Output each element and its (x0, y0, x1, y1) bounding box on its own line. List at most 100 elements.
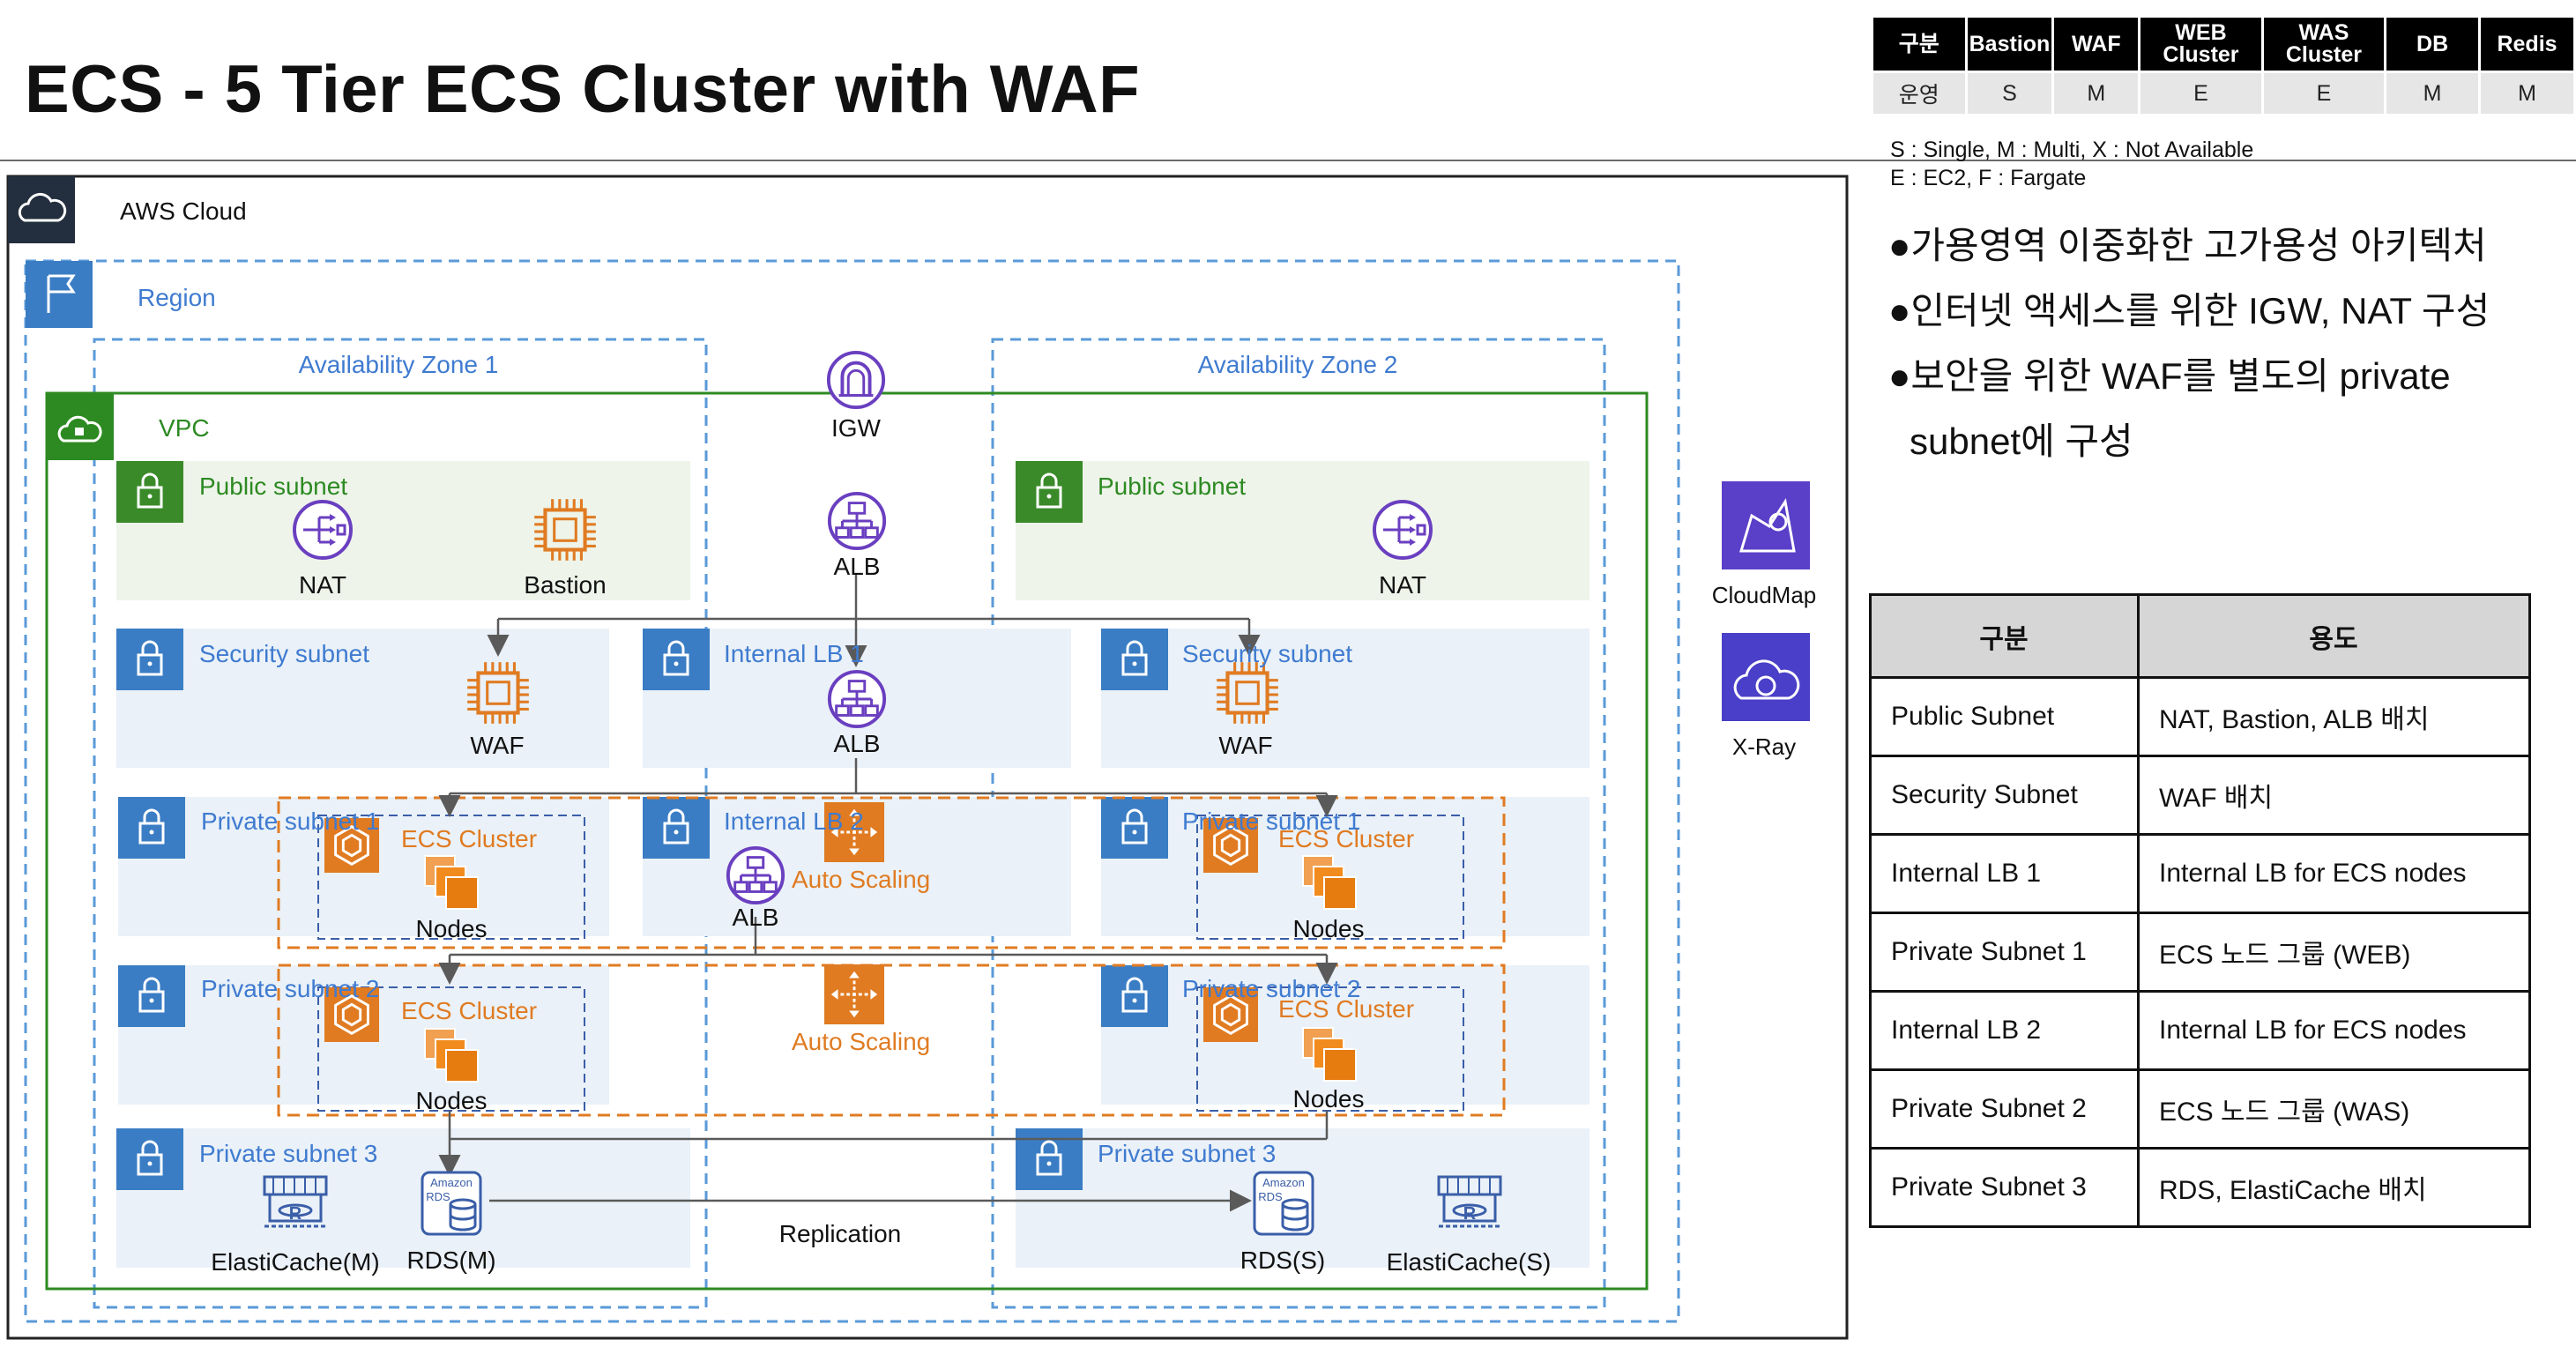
alb-mid-label: ALB (833, 730, 881, 757)
waf-1-label: WAF (470, 732, 525, 759)
replication-label: Replication (778, 1220, 902, 1247)
nat-1-label: NAT (299, 571, 346, 599)
alb-icon-low (726, 845, 785, 905)
private-subnet-2a-label: Private subnet 2 (201, 975, 380, 1002)
usage-cell: Internal LB for ECS nodes (2137, 833, 2531, 914)
igw-label: IGW (831, 414, 881, 442)
title-divider (0, 160, 2576, 161)
rds-icon-m (421, 1171, 482, 1236)
usage-cell: Security Subnet (1869, 755, 2140, 836)
vpc-icon (47, 393, 114, 460)
feature-bullets: ●가용영역 이중화한 고가용성 아키텍처 ●인터넷 액세스를 위한 IGW, N… (1888, 213, 2490, 474)
asg-group-2 (277, 964, 1506, 1117)
private-subnet-2b-label: Private subnet 2 (1182, 975, 1361, 1002)
az1-label: Availability Zone 1 (298, 351, 499, 378)
internal-lb-2-label: Internal LB 2 (724, 807, 864, 835)
aws-cloud-box (6, 175, 1849, 1340)
tier-header: WAS Cluster (2260, 15, 2387, 73)
usage-cell: NAT, Bastion, ALB 배치 (2137, 676, 2531, 757)
vpc-label: VPC (159, 414, 210, 442)
ecs-cluster-2b-label: ECS Cluster (1278, 995, 1415, 1023)
nodes-1b-label: Nodes (1292, 915, 1365, 942)
tier-cell: M (2478, 71, 2576, 116)
tier-header: WAF (2051, 15, 2141, 73)
asg-group-1 (277, 796, 1506, 949)
internal-lb-1-label: Internal LB 1 (724, 640, 864, 667)
bullet-item: ●인터넷 액세스를 위한 IGW, NAT 구성 (1888, 290, 2490, 331)
bullet-item: subnet에 구성 (1910, 420, 2133, 462)
private-subnet-1b (1101, 797, 1590, 936)
region-flag-icon (26, 261, 93, 328)
tier-cell: M (2384, 71, 2482, 116)
nat-icon-1 (293, 500, 353, 560)
auto-scaling-2-label: Auto Scaling (792, 1028, 931, 1055)
legend-line: E : EC2, F : Fargate (1890, 166, 2087, 190)
tier-header: 구분 (1871, 15, 1968, 73)
private-subnet-3a (116, 1128, 690, 1268)
auto-scaling-icon-2 (824, 964, 884, 1024)
usage-cell: ECS 노드 그룹 (WAS) (2137, 1068, 2531, 1150)
region-label: Region (138, 284, 216, 311)
usage-header: 구분 (1869, 593, 2140, 679)
nodes-2b-label: Nodes (1292, 1085, 1365, 1113)
nodes-1a-label: Nodes (415, 915, 488, 942)
tier-header: Redis (2478, 15, 2576, 73)
nodes-2a-label: Nodes (415, 1087, 488, 1114)
usage-cell: Internal LB for ECS nodes (2137, 990, 2531, 1071)
private-subnet-3a-label: Private subnet 3 (199, 1140, 378, 1167)
rds-m-label: RDS(M) (406, 1247, 496, 1274)
tier-cell: E (2260, 71, 2387, 116)
tier-header: Bastion (1964, 15, 2055, 73)
ecs-cluster-1a-label: ECS Cluster (401, 825, 538, 852)
legend: S : Single, M : Multi, X : Not Available… (1890, 136, 2253, 192)
public-subnet-2 (1016, 461, 1590, 600)
cloudmap-label: CloudMap (1711, 582, 1817, 608)
usage-header: 용도 (2137, 593, 2531, 679)
usage-cell: RDS, ElastiCache 배치 (2137, 1147, 2531, 1228)
security-subnet-1-label: Security subnet (199, 640, 369, 667)
bullet-item: ●가용영역 이중화한 고가용성 아키텍처 (1888, 225, 2487, 266)
public-subnet-2-label: Public subnet (1098, 473, 1247, 500)
alb-low-label: ALB (732, 904, 779, 931)
elasticache-m-label: ElastiCache(M) (211, 1248, 380, 1276)
usage-cell: Private Subnet 1 (1869, 912, 2140, 993)
usage-cell: ECS 노드 그룹 (WEB) (2137, 912, 2531, 993)
elasticache-s-label: ElastiCache(S) (1386, 1248, 1552, 1276)
az2-label: Availability Zone 2 (1197, 351, 1398, 378)
legend-line: S : Single, M : Multi, X : Not Available (1890, 138, 2254, 162)
tier-cell: M (2051, 71, 2141, 116)
private-subnet-1b-label: Private subnet 1 (1182, 807, 1361, 835)
alb-icon-top (827, 491, 887, 551)
usage-cell: Public Subnet (1869, 676, 2140, 757)
usage-cell: Private Subnet 3 (1869, 1147, 2140, 1228)
waf-2-label: WAF (1218, 732, 1273, 759)
usage-cell: WAF 배치 (2137, 755, 2531, 836)
security-subnet-1 (116, 629, 609, 768)
usage-cell: Private Subnet 2 (1869, 1068, 2140, 1150)
tier-table: 구분 Bastion WAF WEB Cluster WAS Cluster D… (1871, 15, 2576, 116)
alb-icon-mid (827, 669, 887, 729)
tier-cell: E (2138, 71, 2264, 116)
auto-scaling-1-label: Auto Scaling (792, 866, 931, 893)
bullet-item: ●보안을 위한 WAF를 별도의 private (1888, 355, 2451, 397)
nat-2-label: NAT (1379, 571, 1426, 599)
tier-header: WEB Cluster (2138, 15, 2264, 73)
security-subnet-2-label: Security subnet (1182, 640, 1352, 667)
public-subnet-1-label: Public subnet (199, 473, 348, 500)
az2-box (991, 338, 1606, 1309)
xray-label: X-Ray (1731, 733, 1797, 760)
nat-icon-2 (1373, 500, 1433, 560)
bastion-label: Bastion (524, 571, 607, 599)
rds-icon-s (1253, 1171, 1314, 1236)
ecs-cluster-1b-label: ECS Cluster (1278, 825, 1415, 852)
ecs-cluster-2a-label: ECS Cluster (401, 997, 538, 1024)
tier-cell: S (1964, 71, 2055, 116)
usage-cell: Internal LB 2 (1869, 990, 2140, 1071)
usage-cell: Internal LB 1 (1869, 833, 2140, 914)
private-subnet-3b-label: Private subnet 3 (1098, 1140, 1277, 1167)
aws-cloud-label: AWS Cloud (120, 197, 247, 225)
tier-header: DB (2384, 15, 2482, 73)
igw-icon (826, 350, 886, 410)
